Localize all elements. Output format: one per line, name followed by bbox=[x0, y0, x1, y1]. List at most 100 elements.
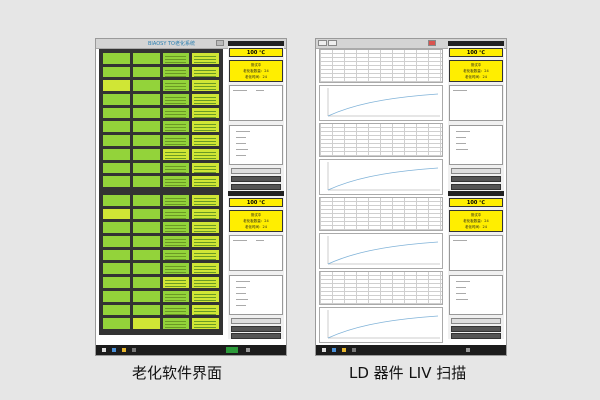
board-cell[interactable] bbox=[103, 304, 130, 316]
board-cell[interactable] bbox=[132, 107, 160, 119]
board-cell[interactable] bbox=[103, 148, 130, 160]
board-cell[interactable] bbox=[162, 94, 190, 105]
board-cell[interactable] bbox=[192, 107, 219, 119]
board-cell[interactable] bbox=[132, 277, 160, 288]
board-cell[interactable] bbox=[162, 66, 190, 78]
board-cell[interactable] bbox=[162, 277, 190, 288]
board-cell[interactable] bbox=[103, 277, 130, 288]
panel-button-4[interactable] bbox=[231, 333, 281, 339]
board-cell[interactable] bbox=[162, 195, 190, 206]
board-cell[interactable] bbox=[103, 318, 130, 329]
start-scan-button[interactable] bbox=[451, 168, 501, 174]
board-cell[interactable] bbox=[132, 121, 160, 133]
board-cell[interactable] bbox=[192, 277, 219, 288]
board-cell[interactable] bbox=[192, 318, 219, 329]
start-icon-r[interactable] bbox=[322, 348, 326, 352]
running-app-icon[interactable] bbox=[226, 347, 238, 353]
board-cell[interactable] bbox=[192, 195, 219, 206]
board-cell[interactable] bbox=[192, 162, 219, 174]
board-cell[interactable] bbox=[103, 66, 130, 78]
board-cell[interactable] bbox=[132, 148, 160, 160]
board-cell[interactable] bbox=[132, 263, 160, 275]
board-cell[interactable] bbox=[162, 236, 190, 247]
board-cell[interactable] bbox=[162, 80, 190, 92]
start-scan-button-2[interactable] bbox=[451, 318, 501, 324]
board-cell[interactable] bbox=[103, 121, 130, 133]
board-cell[interactable] bbox=[192, 290, 219, 302]
board-cell[interactable] bbox=[103, 290, 130, 302]
board-cell[interactable] bbox=[132, 66, 160, 78]
board-cell[interactable] bbox=[192, 236, 219, 247]
board-cell[interactable] bbox=[103, 162, 130, 174]
board-cell[interactable] bbox=[162, 222, 190, 234]
board-cell[interactable] bbox=[192, 176, 219, 187]
app-icon-r[interactable] bbox=[352, 348, 356, 352]
board-cell[interactable] bbox=[192, 208, 219, 220]
board-cell[interactable] bbox=[132, 249, 160, 261]
board-cell[interactable] bbox=[103, 195, 130, 206]
board-cell[interactable] bbox=[132, 290, 160, 302]
panel-button-r3[interactable] bbox=[451, 326, 501, 332]
panel-button-1[interactable] bbox=[231, 176, 281, 182]
board-cell[interactable] bbox=[162, 121, 190, 133]
start-test-button-2[interactable] bbox=[231, 318, 281, 324]
board-cell[interactable] bbox=[103, 208, 130, 220]
board-cell[interactable] bbox=[162, 263, 190, 275]
board-cell[interactable] bbox=[132, 222, 160, 234]
board-cell[interactable] bbox=[103, 236, 130, 247]
board-cell[interactable] bbox=[192, 121, 219, 133]
board-cell[interactable] bbox=[162, 107, 190, 119]
board-cell[interactable] bbox=[162, 135, 190, 146]
panel-button-3[interactable] bbox=[231, 326, 281, 332]
board-cell[interactable] bbox=[162, 148, 190, 160]
board-cell[interactable] bbox=[192, 263, 219, 275]
board-cell[interactable] bbox=[162, 290, 190, 302]
board-cell[interactable] bbox=[192, 148, 219, 160]
board-cell[interactable] bbox=[162, 53, 190, 64]
board-cell[interactable] bbox=[132, 236, 160, 247]
panel-button-r4[interactable] bbox=[451, 333, 501, 339]
board-cell[interactable] bbox=[192, 80, 219, 92]
board-cell[interactable] bbox=[192, 66, 219, 78]
panel-button-2[interactable] bbox=[231, 184, 281, 190]
folder-icon-r[interactable] bbox=[342, 348, 346, 352]
board-cell[interactable] bbox=[162, 176, 190, 187]
board-cell[interactable] bbox=[132, 318, 160, 329]
board-cell[interactable] bbox=[132, 53, 160, 64]
board-cell[interactable] bbox=[192, 304, 219, 316]
board-cell[interactable] bbox=[192, 249, 219, 261]
board-cell[interactable] bbox=[162, 162, 190, 174]
browser-icon-r[interactable] bbox=[332, 348, 336, 352]
board-cell[interactable] bbox=[103, 263, 130, 275]
start-icon[interactable] bbox=[102, 348, 106, 352]
board-cell[interactable] bbox=[192, 135, 219, 146]
board-cell[interactable] bbox=[162, 318, 190, 329]
board-cell[interactable] bbox=[103, 53, 130, 64]
folder-icon[interactable] bbox=[122, 348, 126, 352]
board-cell[interactable] bbox=[103, 176, 130, 187]
close-icon[interactable] bbox=[428, 40, 436, 46]
board-cell[interactable] bbox=[103, 94, 130, 105]
board-cell[interactable] bbox=[103, 80, 130, 92]
board-cell[interactable] bbox=[103, 249, 130, 261]
board-cell[interactable] bbox=[132, 135, 160, 146]
board-cell[interactable] bbox=[103, 222, 130, 234]
board-cell[interactable] bbox=[103, 135, 130, 146]
board-cell[interactable] bbox=[192, 53, 219, 64]
panel-button-r2[interactable] bbox=[451, 184, 501, 190]
minimize-button[interactable] bbox=[216, 40, 224, 46]
board-cell[interactable] bbox=[192, 94, 219, 105]
board-cell[interactable] bbox=[192, 222, 219, 234]
board-cell[interactable] bbox=[162, 304, 190, 316]
tab-1[interactable] bbox=[318, 40, 327, 46]
board-cell[interactable] bbox=[132, 304, 160, 316]
board-cell[interactable] bbox=[103, 107, 130, 119]
board-cell[interactable] bbox=[132, 195, 160, 206]
board-cell[interactable] bbox=[162, 208, 190, 220]
board-cell[interactable] bbox=[132, 176, 160, 187]
board-cell[interactable] bbox=[132, 162, 160, 174]
start-test-button[interactable] bbox=[231, 168, 281, 174]
board-cell[interactable] bbox=[132, 80, 160, 92]
board-cell[interactable] bbox=[132, 94, 160, 105]
board-cell[interactable] bbox=[132, 208, 160, 220]
